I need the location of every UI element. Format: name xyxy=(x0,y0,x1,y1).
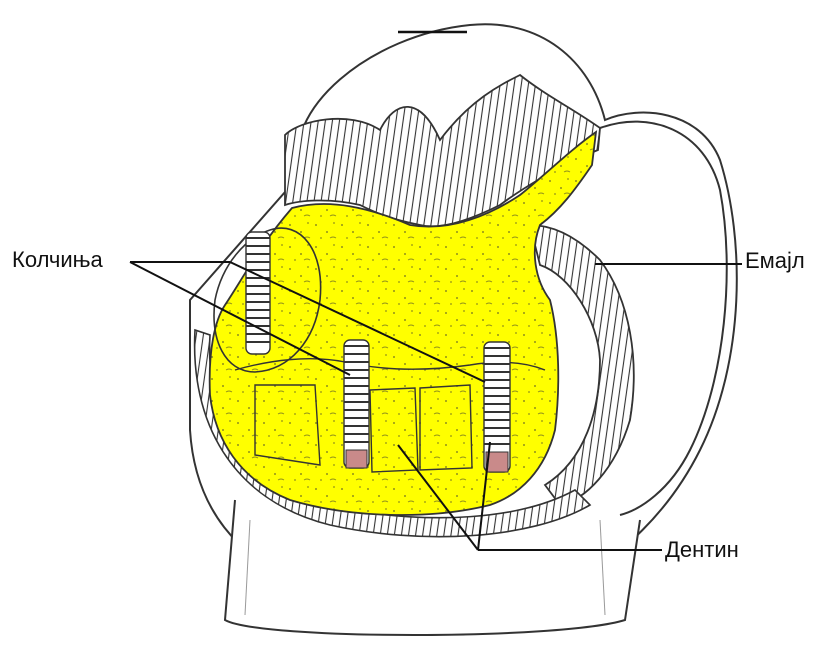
pin-middle xyxy=(344,340,369,468)
label-enamel: Емајл xyxy=(745,250,805,272)
label-pins: Колчиња xyxy=(12,249,103,271)
pin-left xyxy=(246,232,270,354)
label-dentin: Дентин xyxy=(665,539,739,561)
